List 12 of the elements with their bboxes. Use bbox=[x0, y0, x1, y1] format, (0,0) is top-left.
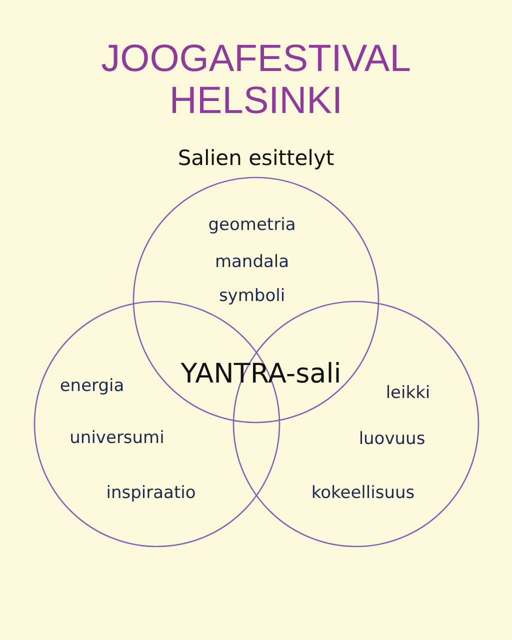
circle-keyword: universumi bbox=[70, 428, 164, 448]
subtitle: Salien esittelyt bbox=[176, 146, 336, 170]
circle-keyword: inspiraatio bbox=[106, 483, 196, 503]
circle-keyword: energia bbox=[60, 376, 124, 396]
venn-circle bbox=[133, 177, 379, 423]
circle-keyword: luovuus bbox=[358, 429, 426, 449]
circle-keyword: mandala bbox=[214, 252, 290, 272]
circle-keyword: symboli bbox=[218, 286, 286, 306]
circle-keyword: kokeellisuus bbox=[311, 483, 415, 503]
circle-keyword: geometria bbox=[208, 215, 296, 235]
title: JOOGAFESTIVAL HELSINKI bbox=[100, 38, 412, 122]
circle-keyword: leikki bbox=[386, 383, 430, 403]
